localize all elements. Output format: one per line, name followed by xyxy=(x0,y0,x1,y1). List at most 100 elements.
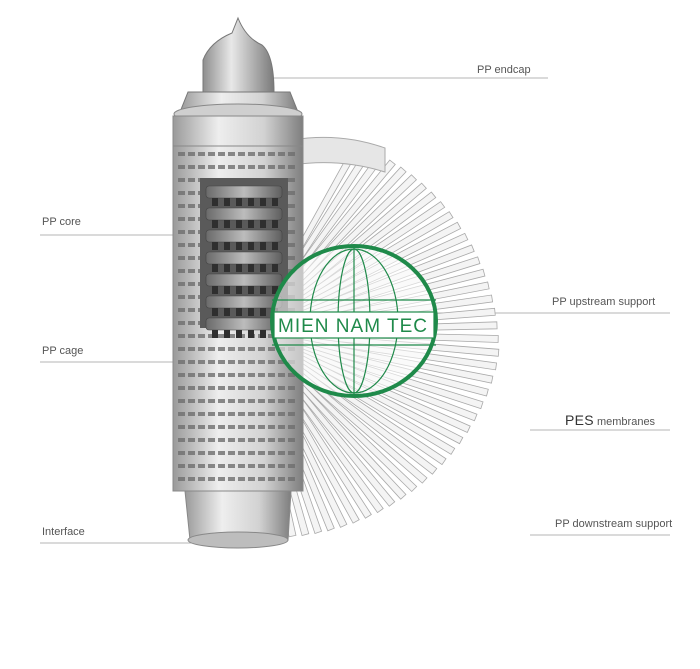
cage-slot xyxy=(188,165,195,169)
cage-slot xyxy=(238,438,245,442)
core-opening xyxy=(272,264,278,272)
cage-slot xyxy=(258,477,265,481)
cage-slot xyxy=(198,477,205,481)
label-pp-core: PP core xyxy=(42,216,81,228)
cage-slot xyxy=(268,165,275,169)
cage-slot xyxy=(248,425,255,429)
cage-slot xyxy=(228,412,235,416)
cage-slot xyxy=(238,386,245,390)
cage-slot xyxy=(198,412,205,416)
core-ring xyxy=(206,252,282,264)
core-opening xyxy=(272,198,278,206)
cage-slot xyxy=(248,152,255,156)
label-pp-cage: PP cage xyxy=(42,345,83,357)
cage-slot xyxy=(178,360,185,364)
cage-slot xyxy=(258,412,265,416)
cage-slot xyxy=(228,347,235,351)
cage-slot xyxy=(188,477,195,481)
cage-slot xyxy=(178,282,185,286)
cage-slot xyxy=(258,399,265,403)
cage-slot xyxy=(278,152,285,156)
cage-slot xyxy=(208,360,215,364)
label-pp-upstream-support: PP upstream support xyxy=(552,296,655,308)
cage-slot xyxy=(288,425,295,429)
cage-slot xyxy=(198,451,205,455)
cage-slot xyxy=(208,152,215,156)
cage-slot xyxy=(208,451,215,455)
cage-slot xyxy=(218,399,225,403)
core-ring xyxy=(206,274,282,286)
cage-slot xyxy=(188,373,195,377)
core-opening xyxy=(260,286,266,294)
cage-slot xyxy=(228,399,235,403)
cage-slot xyxy=(208,412,215,416)
core-opening xyxy=(236,308,242,316)
cage-slot xyxy=(238,360,245,364)
cage-slot xyxy=(188,204,195,208)
cage-slot xyxy=(238,152,245,156)
cage-slot xyxy=(268,347,275,351)
cage-slot xyxy=(238,451,245,455)
cage-slot xyxy=(288,451,295,455)
cage-slot xyxy=(188,399,195,403)
cage-slot xyxy=(238,412,245,416)
cage-slot xyxy=(208,438,215,442)
cage-slot xyxy=(288,243,295,247)
cage-slot xyxy=(188,347,195,351)
core-opening xyxy=(224,286,230,294)
cage-slot xyxy=(178,373,185,377)
cage-slot xyxy=(178,464,185,468)
cage-slot xyxy=(248,464,255,468)
cage-slot xyxy=(288,477,295,481)
cage-slot xyxy=(268,373,275,377)
cage-slot xyxy=(288,386,295,390)
cage-slot xyxy=(238,373,245,377)
cage-slot xyxy=(208,373,215,377)
cage-slot xyxy=(288,165,295,169)
cage-slot xyxy=(188,308,195,312)
cage-slot xyxy=(208,399,215,403)
cage-slot xyxy=(188,321,195,325)
core-opening xyxy=(224,242,230,250)
cage-slot xyxy=(228,477,235,481)
cage-slot xyxy=(228,438,235,442)
cage-slot xyxy=(278,477,285,481)
cage-slot xyxy=(178,165,185,169)
cage-slot xyxy=(218,438,225,442)
cage-slot xyxy=(198,438,205,442)
cage-slot xyxy=(268,425,275,429)
cage-slot xyxy=(218,334,225,338)
core-ring xyxy=(206,230,282,242)
cage-slot xyxy=(188,451,195,455)
cage-slot xyxy=(218,386,225,390)
cage-slot xyxy=(188,295,195,299)
cage-slot xyxy=(278,165,285,169)
cage-slot xyxy=(248,477,255,481)
cage-slot xyxy=(178,334,185,338)
cage-slot xyxy=(228,152,235,156)
watermark-text: MIEN NAM TEC xyxy=(270,316,436,338)
cage-slot xyxy=(238,464,245,468)
cage-slot xyxy=(268,412,275,416)
cage-slot xyxy=(268,360,275,364)
cage-slot xyxy=(278,373,285,377)
cage-slot xyxy=(188,464,195,468)
core-opening xyxy=(224,330,230,338)
cage-slot xyxy=(278,425,285,429)
cage-slot xyxy=(228,464,235,468)
cage-slot xyxy=(218,165,225,169)
core-opening xyxy=(236,286,242,294)
cage-slot xyxy=(188,425,195,429)
cage-slot xyxy=(278,399,285,403)
cage-slot xyxy=(238,477,245,481)
cage-slot xyxy=(288,412,295,416)
cage-slot xyxy=(248,451,255,455)
cage-slot xyxy=(258,451,265,455)
cage-slot xyxy=(268,477,275,481)
label-pes-rest: membranes xyxy=(594,416,655,428)
cage-slot xyxy=(258,347,265,351)
cage-slot xyxy=(198,373,205,377)
cage-slot xyxy=(228,451,235,455)
cage-slot xyxy=(208,347,215,351)
